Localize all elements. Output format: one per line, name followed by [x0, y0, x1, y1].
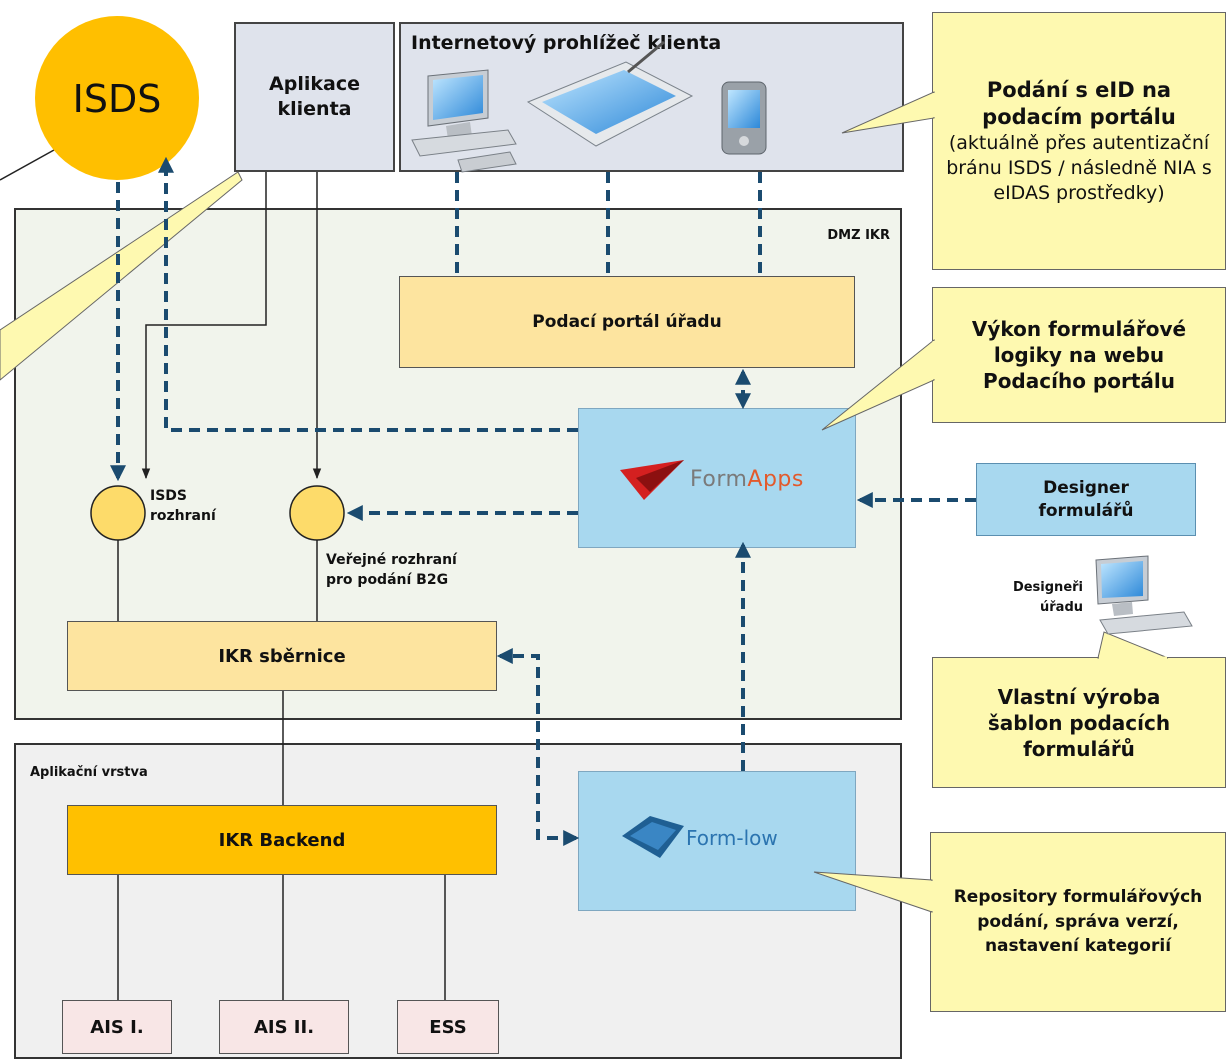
dmz-label: DMZ IKR — [827, 228, 890, 243]
callout-templates-text: Vlastní výroba šablon podacích formulářů — [987, 684, 1171, 761]
solid-connectors — [117, 172, 446, 1000]
callout-eid-title: Podání s eID na podacím portálu — [982, 77, 1176, 129]
callout-eid-pointer — [841, 91, 935, 134]
system-ess: ESS — [397, 1000, 499, 1054]
callout-form-logic: Výkon formulářové logiky na webu Podacíh… — [932, 287, 1226, 423]
formflow-logo: Form-low — [622, 816, 778, 858]
formflow-label: Form-low — [686, 826, 778, 850]
callout-repository: Repository formulářových podání, správa … — [930, 832, 1226, 1012]
system-ais-2-label: AIS II. — [253, 1016, 315, 1038]
left-callout-pointer — [0, 171, 243, 381]
client-application: Aplikace klienta — [234, 22, 395, 172]
designers-office-label: Designeři úřadu — [1012, 580, 1083, 615]
formapps-logo: FormApps — [620, 460, 804, 500]
designers-workstation-icon — [1095, 555, 1193, 635]
isds-interface — [90, 485, 146, 541]
client-browser-title: Internetový prohlížeč klienta — [411, 32, 722, 54]
ikr-backend: IKR Backend — [67, 805, 497, 875]
tablet-icon — [526, 40, 694, 147]
system-ais-1: AIS I. — [62, 1000, 172, 1054]
system-ais-2: AIS II. — [219, 1000, 349, 1054]
svg-text:FormApps: FormApps — [690, 467, 804, 492]
callout-eid: Podání s eID na podacím portálu (aktuáln… — [932, 12, 1226, 270]
callout-repository-pointer — [813, 871, 933, 913]
submission-portal-label: Podací portál úřadu — [532, 312, 722, 332]
submission-portal: Podací portál úřadu — [399, 276, 855, 368]
ikr-bus-label: IKR sběrnice — [218, 645, 346, 667]
public-interface-label: Veřejné rozhraní pro podání B2G — [326, 552, 457, 589]
isds-node: ISDS — [35, 16, 199, 180]
formapps-box — [578, 408, 856, 548]
dashed-connectors — [110, 156, 976, 846]
designer-forms: Designer formulářů — [976, 463, 1196, 536]
client-application-label: Aplikace klienta — [269, 73, 360, 120]
callout-form-logic-text: Výkon formulářové logiky na webu Podacíh… — [971, 317, 1187, 393]
application-layer-label: Aplikační vrstva — [30, 765, 148, 780]
callout-repository-text: Repository formulářových podání, správa … — [953, 887, 1203, 957]
callout-templates-pointer — [1097, 631, 1169, 659]
ikr-bus: IKR sběrnice — [67, 621, 497, 691]
designer-forms-label: Designer formulářů — [1038, 478, 1134, 521]
desktop-computer-icon — [411, 69, 517, 173]
isds-label: ISDS — [73, 77, 162, 121]
isds-interface-label: ISDS rozhraní — [150, 488, 216, 524]
system-ais-1-label: AIS I. — [90, 1016, 144, 1038]
pda-icon — [721, 81, 767, 155]
ikr-backend-label: IKR Backend — [218, 829, 346, 851]
public-b2g-interface — [289, 485, 345, 541]
formflow-box — [578, 771, 856, 911]
callout-templates: Vlastní výroba šablon podacích formulářů — [932, 657, 1226, 788]
callout-logic-pointer — [821, 338, 935, 431]
system-ess-label: ESS — [429, 1016, 467, 1038]
callout-eid-body: (aktuálně přes autentizační bránu ISDS /… — [946, 132, 1212, 204]
